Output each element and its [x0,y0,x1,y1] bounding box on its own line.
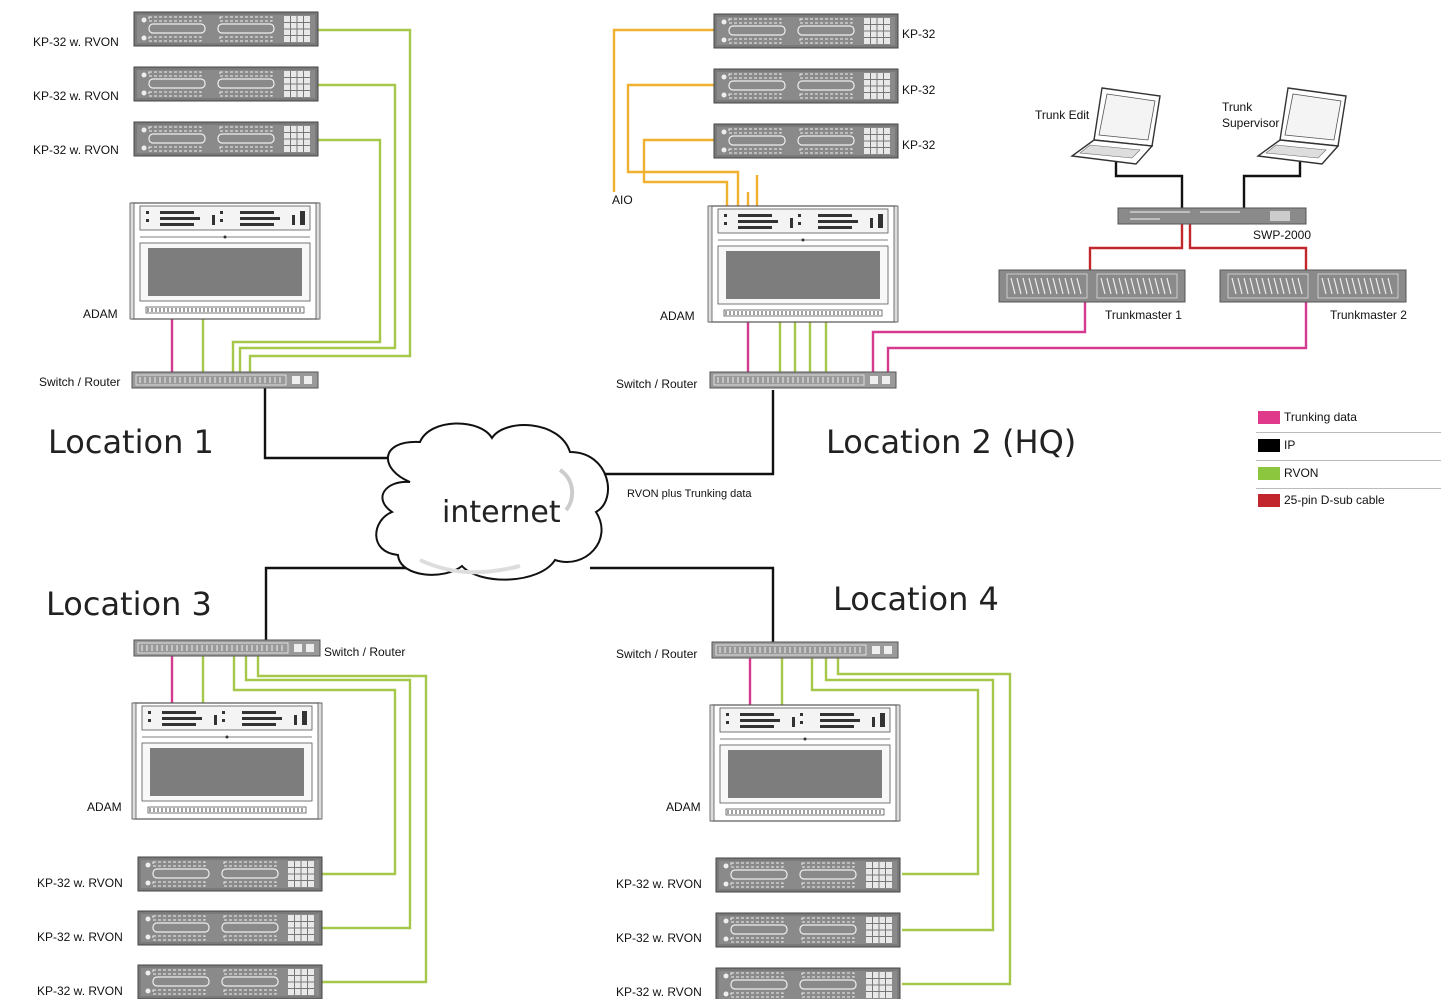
devices [129,11,1407,999]
connection-lines [170,28,1308,986]
swp-2000-unit [1117,207,1307,225]
switch-label: Switch / Router [324,645,406,659]
internet-cloud [375,422,609,581]
keypanel [713,13,899,49]
internet-label: internet [442,495,561,530]
switch-label: Switch / Router [616,647,698,661]
keypanel-label: KP-32 w. RVON [37,984,123,998]
location-3-title: Location 3 [46,585,212,623]
link-label: RVON plus Trunking data [627,488,752,500]
keypanel-label: KP-32 w. RVON [616,931,702,945]
legend-item: 25-pin D-sub cable [1256,488,1441,515]
keypanel [713,68,899,104]
location-4-title: Location 4 [833,580,999,618]
keypanel [715,912,901,948]
legend-swatch [1258,411,1280,424]
adam-frame [131,702,323,820]
swp-label: SWP-2000 [1253,228,1312,242]
keypanel-label: KP-32 w. RVON [37,930,123,944]
switch-router [711,641,899,659]
keypanel [715,967,901,999]
trunkmaster-unit [1219,269,1407,303]
switch-label: Switch / Router [39,375,121,389]
trunk-edit-label: Trunk Edit [1035,108,1090,122]
laptop-icon [1071,87,1161,165]
keypanel-label: KP-32 [902,27,936,41]
keypanel [133,11,319,47]
keypanel [137,856,323,892]
keypanel-label: KP-32 w. RVON [33,89,119,103]
adam-frame [129,202,321,320]
legend-item: IP [1256,433,1441,461]
trunkmaster-2-label: Trunkmaster 2 [1330,308,1407,322]
legend-label: RVON [1284,466,1319,480]
keypanel [137,910,323,946]
trunk-supervisor-label: Trunk [1222,100,1253,114]
keypanel [133,121,319,157]
keypanel-label: KP-32 w. RVON [616,985,702,999]
adam-frame [707,205,899,323]
location-2-title: Location 2 (HQ) [826,423,1077,461]
keypanel-label: KP-32 [902,138,936,152]
trunkmaster-unit [998,269,1186,303]
adam-label: ADAM [660,309,695,323]
keypanel [713,123,899,159]
aio-label: AIO [612,193,633,207]
legend-label: IP [1284,438,1296,452]
switch-label: Switch / Router [616,377,698,391]
keypanel [715,857,901,893]
keypanel-label: KP-32 w. RVON [33,35,119,49]
legend-swatch [1258,439,1280,452]
switch-router [131,371,319,389]
legend-label: 25-pin D-sub cable [1284,493,1385,507]
keypanel [137,964,323,999]
location-1-title: Location 1 [48,423,214,461]
legend-label: Trunking data [1284,410,1357,424]
adam-label: ADAM [87,800,122,814]
adam-frame [709,704,901,822]
adam-label: ADAM [666,800,701,814]
switch-router [709,371,897,389]
keypanel-label: KP-32 [902,83,936,97]
legend-swatch [1258,494,1280,507]
switch-router [133,639,321,657]
trunkmaster-1-label: Trunkmaster 1 [1105,308,1182,322]
keypanel-label: KP-32 w. RVON [37,876,123,890]
keypanel [133,66,319,102]
keypanel-label: KP-32 w. RVON [33,143,119,157]
legend-item: RVON [1256,461,1441,489]
legend-swatch [1258,467,1280,480]
adam-label: ADAM [83,307,118,321]
trunk-supervisor-label: Supervisor [1222,116,1280,130]
legend-item: Trunking data [1256,405,1441,433]
keypanel-label: KP-32 w. RVON [616,877,702,891]
